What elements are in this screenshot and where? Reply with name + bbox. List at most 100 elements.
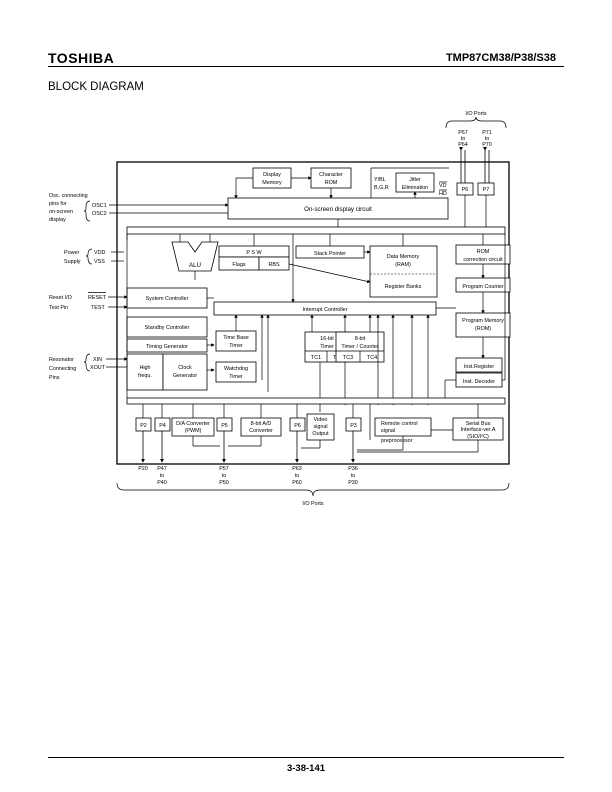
port-p6-bottom-block: P6	[289, 417, 306, 432]
svg-text:P64: P64	[458, 142, 468, 148]
inst-decoder-block: Inst. Decoder	[455, 372, 503, 388]
video-signal-output-block: Video signal Output	[306, 413, 335, 441]
svg-text:Timer / Counter: Timer / Counter	[341, 344, 378, 350]
svg-text:Reset I/O: Reset I/O	[49, 295, 72, 301]
timer-8bit-block: 8-bit Timer / Counter TC3 TC4	[335, 331, 385, 363]
flags-cell: Flags	[232, 262, 245, 268]
svg-text:to: to	[295, 473, 300, 479]
svg-text:P47: P47	[157, 466, 167, 472]
svg-text:Watchdog: Watchdog	[224, 366, 248, 372]
inst-register-block: Inst.Register	[455, 357, 503, 373]
standby-controller-block: Standby Controller	[126, 316, 208, 338]
svg-text:(RAM): (RAM)	[395, 262, 411, 268]
osc-label-group: Osc. connecting pins for on-screen displ…	[49, 193, 107, 223]
port-p3-block: P3	[345, 417, 362, 432]
bottom-bus-taps	[142, 404, 479, 440]
svg-text:Data Memory: Data Memory	[387, 254, 420, 260]
jitter-elimination-block: Jitter Elimination	[395, 172, 435, 193]
header-rule	[48, 66, 564, 67]
svg-text:Inst. Decoder: Inst. Decoder	[463, 379, 495, 385]
svg-text:P67: P67	[458, 130, 468, 136]
svg-text:Output: Output	[312, 431, 329, 437]
svg-text:Timer: Timer	[229, 374, 243, 380]
alu-block: ALU	[171, 241, 219, 272]
svg-text:on-screen: on-screen	[49, 209, 73, 215]
tc4-cell: TC4	[367, 355, 377, 361]
reset-test-label-group: Reset I/O Test Pin RESET TEST	[49, 292, 107, 311]
svg-text:P63: P63	[292, 466, 302, 472]
port-p2-block: P2	[135, 417, 152, 432]
svg-text:to: to	[351, 473, 356, 479]
reset-pin: RESET	[88, 295, 107, 301]
svg-text:signal: signal	[381, 428, 395, 434]
svg-text:ROM: ROM	[325, 180, 338, 186]
main-data-bus	[126, 226, 506, 235]
svg-text:High: High	[139, 365, 150, 371]
svg-text:Elimination: Elimination	[402, 185, 428, 191]
svg-text:D/A Converter: D/A Converter	[176, 421, 210, 427]
hd-pin: HD	[439, 191, 447, 197]
svg-text:Timer: Timer	[229, 343, 243, 349]
rbs-cell: RBS	[268, 262, 279, 268]
svg-text:(SIO/I²C): (SIO/I²C)	[467, 434, 489, 440]
svg-text:P5: P5	[221, 423, 228, 429]
svg-text:P7: P7	[483, 187, 490, 193]
xin-pin: XIN	[93, 357, 102, 363]
program-counter-block: Program Counter	[455, 277, 511, 293]
data-memory-block: Data Memory (RAM) Register Banks	[369, 245, 438, 298]
svg-text:preprocessor: preprocessor	[381, 438, 413, 444]
page-number: 3-38-141	[286, 763, 326, 774]
svg-text:Display: Display	[263, 172, 281, 178]
svg-text:B,G,R: B,G,R	[374, 185, 389, 191]
svg-text:P60: P60	[292, 480, 302, 486]
svg-text:Osc. connecting: Osc. connecting	[49, 193, 88, 199]
bottom-port-p20: P20	[138, 466, 148, 472]
svg-text:P70: P70	[482, 142, 492, 148]
svg-text:Jitter: Jitter	[409, 177, 421, 183]
svg-text:System Controller: System Controller	[146, 296, 189, 302]
ybl-label: Y/BL B,G,R	[374, 177, 389, 191]
svg-text:P S W: P S W	[246, 250, 262, 256]
serial-bus-interface-block: Serial Bus Interface-ver.A (SIO/I²C)	[452, 417, 504, 441]
resonator-label-group: Resonator Connecting Pins XIN XOUT	[49, 353, 106, 381]
footer-rule	[48, 757, 564, 758]
rom-correction-block: ROM correction circuit	[455, 244, 511, 265]
svg-text:Timing Generator: Timing Generator	[146, 344, 188, 350]
svg-text:display: display	[49, 217, 66, 223]
svg-text:Memory: Memory	[262, 180, 282, 186]
svg-text:16-bit: 16-bit	[320, 336, 334, 342]
vss-pin: VSS	[94, 259, 105, 265]
svg-text:Pins: Pins	[49, 375, 60, 381]
clock-generator-block: Clock Generator	[162, 353, 208, 391]
svg-text:to: to	[461, 136, 466, 142]
bottom-port-p36: P36 to P30	[348, 466, 358, 486]
da-converter-block: D/A Converter (PWM)	[171, 417, 215, 437]
svg-text:P6: P6	[462, 187, 469, 193]
svg-text:Resonator: Resonator	[49, 357, 74, 363]
svg-text:Standby Controller: Standby Controller	[145, 325, 190, 331]
svg-text:Program Counter: Program Counter	[462, 284, 504, 290]
io-ports-bottom-label: I/O Ports	[302, 501, 324, 507]
svg-text:P50: P50	[219, 480, 229, 486]
osc2-pin: OSC2	[92, 211, 107, 217]
svg-text:Character: Character	[319, 172, 343, 178]
svg-text:8-bit A/D: 8-bit A/D	[251, 421, 272, 427]
ad-converter-block: 8-bit A/D Converter	[240, 417, 282, 437]
port-p7-top: P7	[477, 182, 495, 196]
character-rom-block: Character ROM	[310, 167, 352, 189]
high-frequ-block: High frequ.	[126, 353, 164, 391]
brand-logo: TOSHIBA	[48, 50, 115, 66]
svg-text:P71: P71	[482, 130, 492, 136]
svg-text:P40: P40	[157, 480, 167, 486]
svg-text:Clock: Clock	[178, 365, 192, 371]
interrupt-controller-block: Interrupt Controller	[213, 301, 437, 316]
port-p4-block: P4	[154, 417, 171, 432]
svg-text:correction circuit: correction circuit	[463, 257, 503, 263]
svg-text:ALU: ALU	[189, 262, 201, 269]
register-banks-cell: Register Banks	[385, 284, 422, 290]
svg-text:(ROM): (ROM)	[475, 326, 491, 332]
svg-text:Power: Power	[64, 250, 79, 256]
svg-text:Y/BL: Y/BL	[374, 177, 386, 183]
program-memory-block: Program Memory (ROM)	[455, 312, 511, 338]
svg-text:P20: P20	[138, 466, 148, 472]
